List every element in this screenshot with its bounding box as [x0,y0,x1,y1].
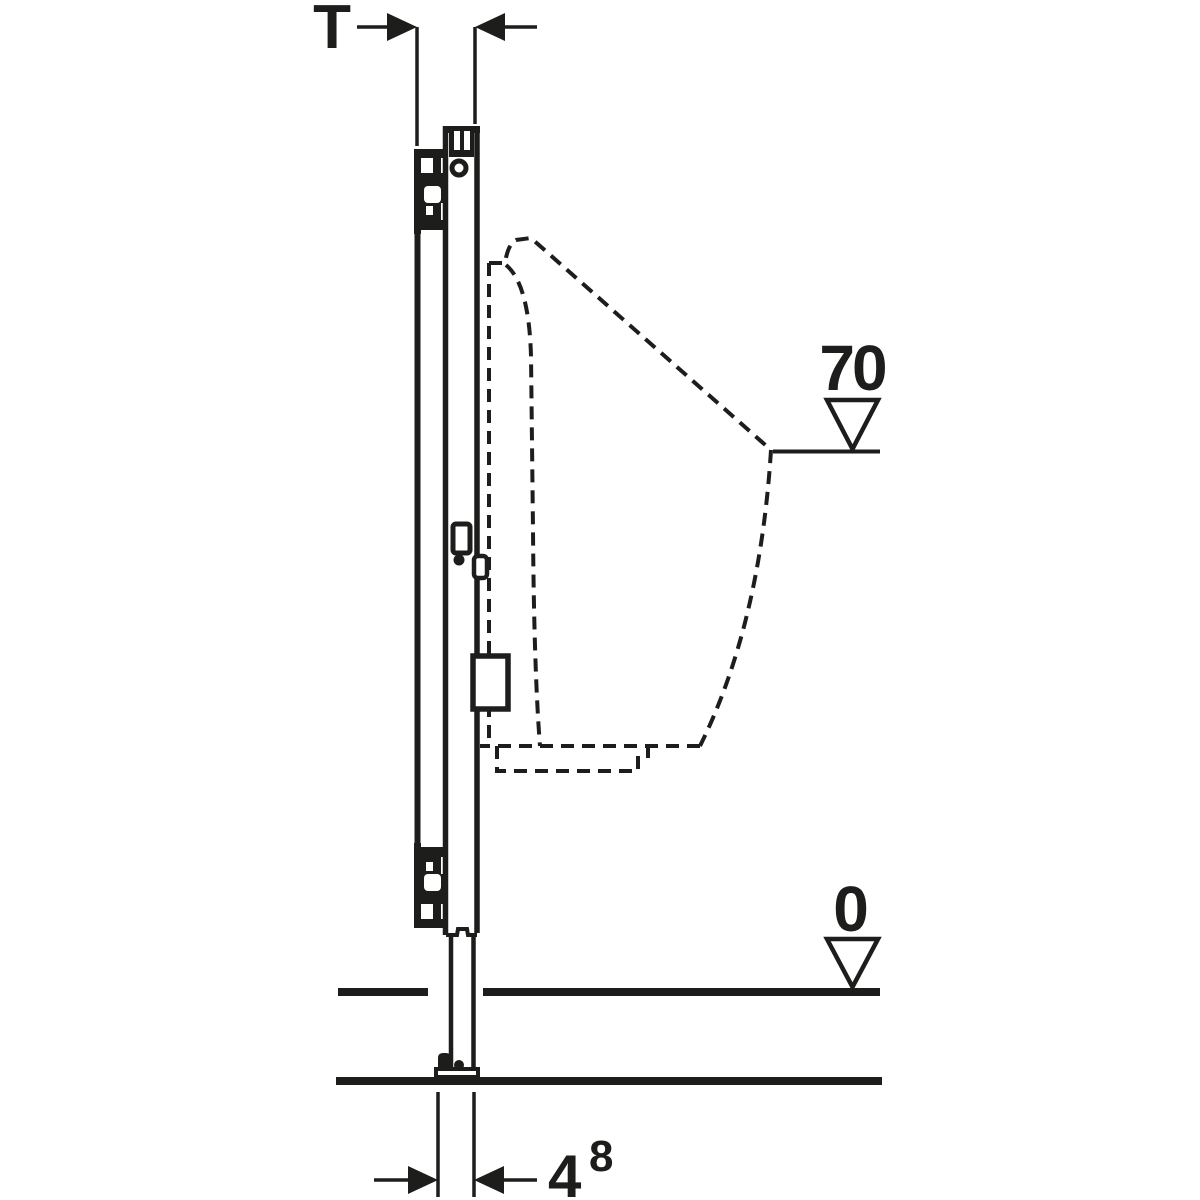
mounting-frame [414,126,511,1079]
top-dimension-T: T [313,0,537,146]
frame-front-clip [471,553,490,581]
frame-bottom-cap [446,927,477,937]
bottom-dimension-value: 4 [548,1143,582,1200]
bottom-dimension-superscript: 8 [589,1132,613,1181]
frame-mid-slot [450,521,473,556]
floor-levels: 0 [336,873,882,1085]
frame-top-hole [449,158,469,178]
foot-base-plate [434,1067,480,1079]
urinal-outlet-lip [495,746,650,773]
arrow-right-icon [408,1166,438,1194]
arrow-left-icon [475,13,505,41]
top-dimension-label: T [313,0,351,62]
arrow-right-icon [387,13,417,41]
finished-floor-line-left [338,988,428,996]
arrow-left-icon [474,1166,504,1194]
bottom-dimension-48: 4 8 [374,1092,613,1200]
foot-clamp [438,1053,451,1070]
raw-floor-line [336,1077,882,1085]
wall-rail-upper-bracket [414,149,445,234]
level-marker-0: 0 [823,873,882,992]
open-triangle-down-icon [823,936,882,992]
level-label-70: 70 [819,332,885,404]
frame-mid-dot [453,554,465,566]
flush-pipe-connector-box [470,653,511,712]
urinal-front-edge [698,449,773,747]
frame-top-cap [443,126,480,133]
open-triangle-down-icon [823,397,882,454]
wall-rail-lower-bracket [414,843,445,928]
urinal-top-and-front-diagonal [489,235,773,452]
urinal-inner-contour [504,263,542,747]
frame-top-slot [449,131,474,157]
level-marker-70: 70 [773,332,888,454]
level-label-0: 0 [833,873,869,945]
finished-floor-line-right [483,988,880,996]
